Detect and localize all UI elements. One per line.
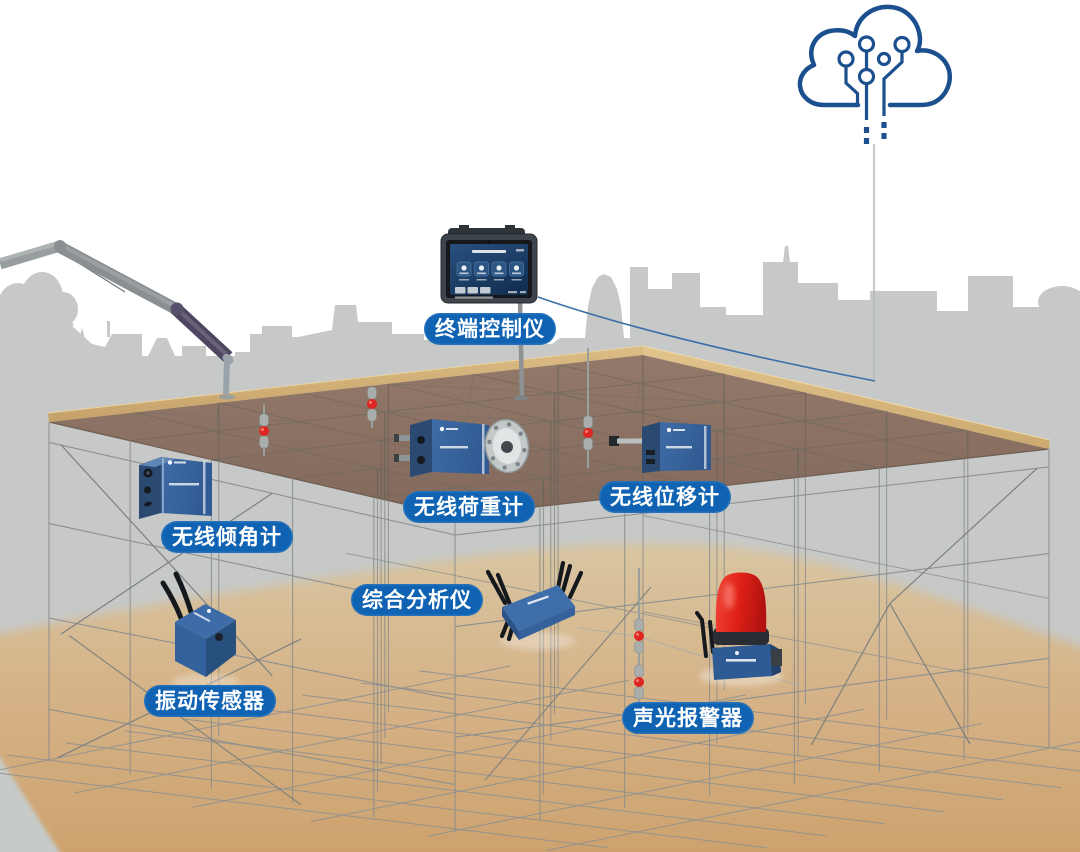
alarm-beacon-device bbox=[695, 572, 783, 686]
cloud-icon bbox=[797, 4, 952, 144]
uplink-line bbox=[537, 296, 876, 382]
label-text: 振动传感器 bbox=[155, 689, 265, 713]
displacement-meter-device bbox=[609, 422, 711, 473]
label-vibration-sensor: 振动传感器 bbox=[144, 685, 276, 717]
drop-line-markers bbox=[259, 348, 801, 714]
label-wireless-load-cell: 无线荷重计 bbox=[403, 491, 535, 523]
inclinometer-device bbox=[139, 457, 212, 519]
label-wireless-inclinometer: 无线倾角计 bbox=[161, 521, 293, 553]
label-text: 终端控制仪 bbox=[435, 317, 545, 341]
label-text: 无线荷重计 bbox=[414, 495, 524, 519]
scaffold-braces bbox=[56, 444, 1038, 806]
load-cell-device bbox=[394, 418, 530, 477]
label-text: 声光报警器 bbox=[633, 706, 743, 730]
label-text: 无线倾角计 bbox=[172, 525, 282, 549]
label-wireless-displacement-meter: 无线位移计 bbox=[599, 481, 731, 513]
analyzer-device bbox=[485, 560, 584, 650]
scaffold-wireframe bbox=[0, 355, 1080, 851]
terminal-tablet bbox=[440, 225, 538, 401]
label-terminal-controller: 终端控制仪 bbox=[424, 313, 556, 345]
label-text: 综合分析仪 bbox=[362, 588, 472, 612]
label-text: 无线位移计 bbox=[610, 485, 720, 509]
crane-boom bbox=[0, 240, 235, 400]
label-integrated-analyzer: 综合分析仪 bbox=[351, 584, 483, 616]
ground-grid bbox=[0, 665, 1080, 851]
label-sound-light-alarm: 声光报警器 bbox=[622, 702, 754, 734]
